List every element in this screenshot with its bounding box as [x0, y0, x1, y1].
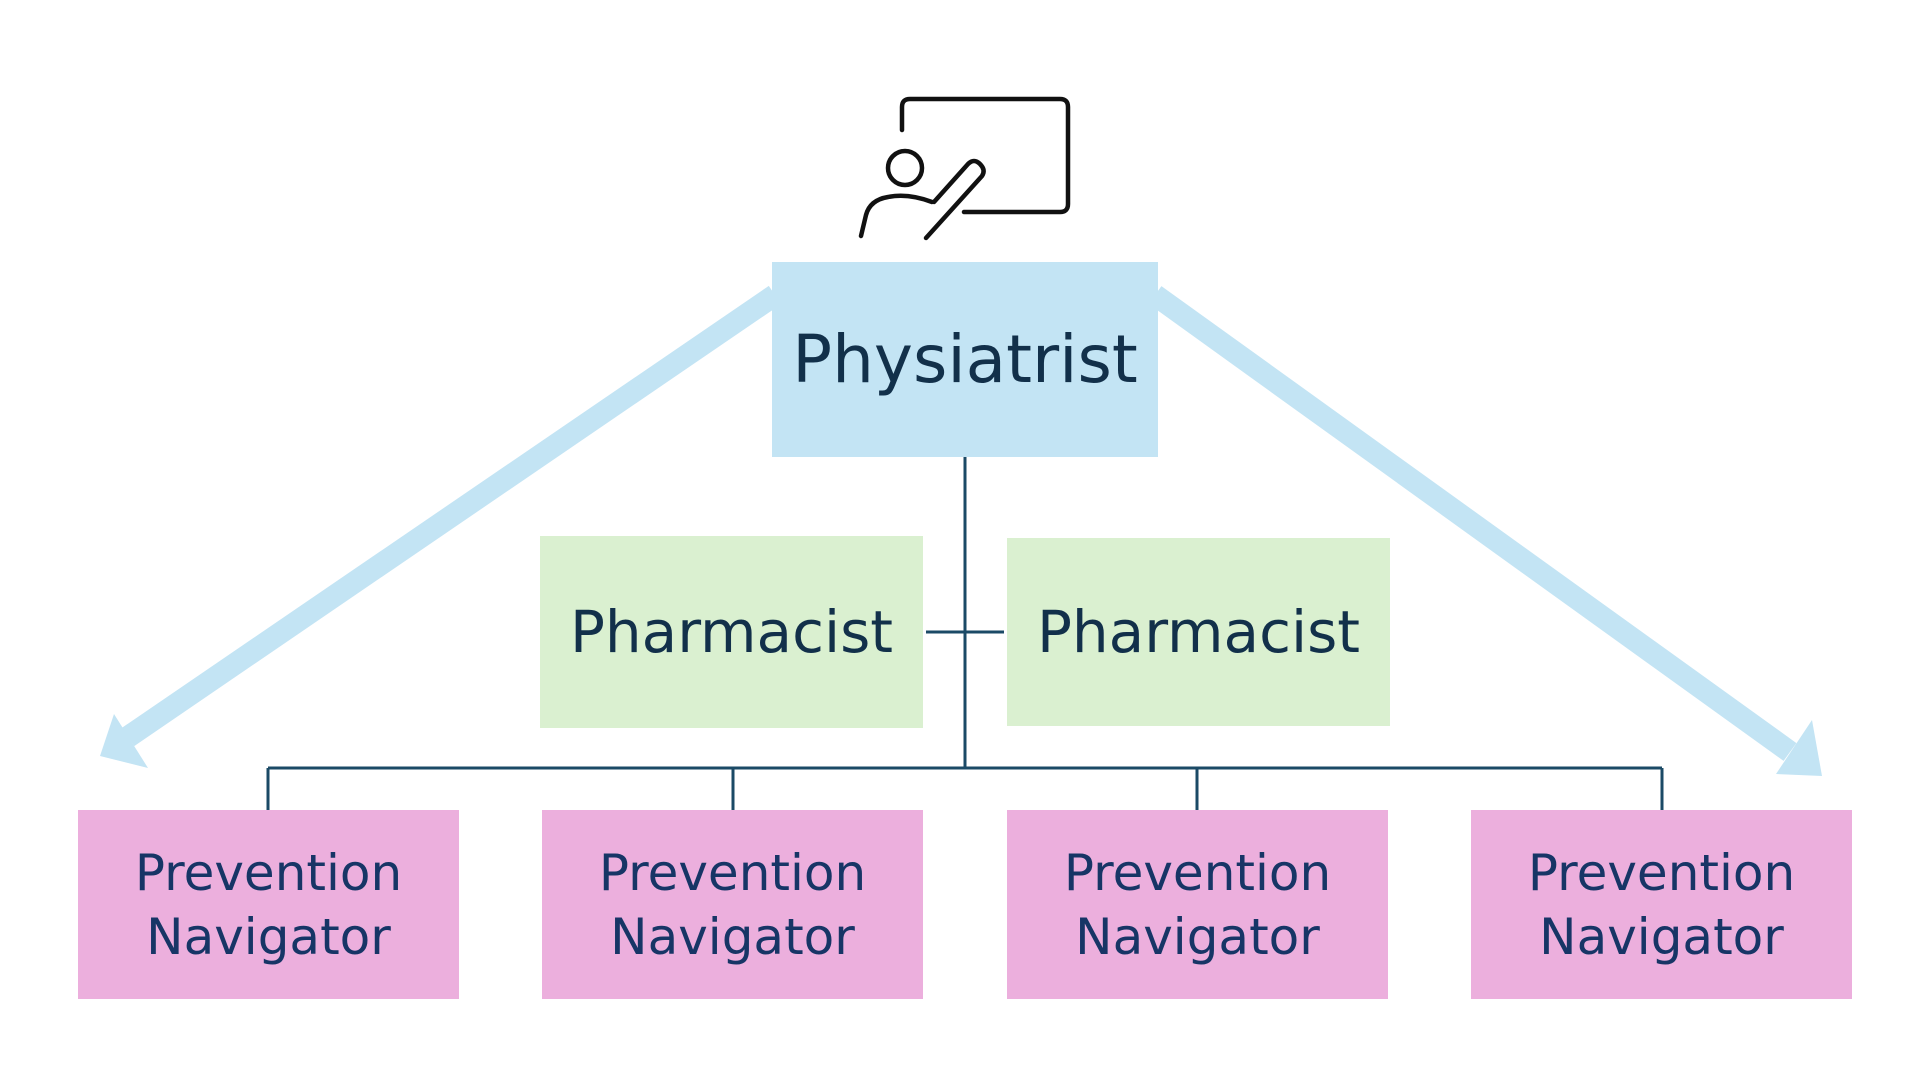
prevention-navigator-label-2-line1: Prevention — [598, 843, 867, 902]
prevention-navigator-label-2-line2: Navigator — [610, 907, 855, 966]
arrow-right — [1148, 286, 1822, 776]
prevention-navigator-label-3-line1: Prevention — [1063, 843, 1332, 902]
pharmacist-box-right: Pharmacist — [1007, 538, 1390, 726]
prevention-navigator-label-4-line1: Prevention — [1527, 843, 1796, 902]
prevention-navigator-label-4-line2: Navigator — [1539, 907, 1784, 966]
physiatrist-label: Physiatrist — [792, 321, 1138, 398]
pharmacist-label-left: Pharmacist — [569, 598, 894, 666]
prevention-navigator-box-1: Prevention Navigator — [78, 810, 459, 999]
prevention-navigator-label-3-line2: Navigator — [1075, 907, 1320, 966]
teacher-at-whiteboard-icon — [858, 96, 1071, 241]
prevention-navigator-label-1-line1: Prevention — [134, 843, 403, 902]
connector-lines — [266, 457, 1664, 810]
arrow-left — [100, 285, 782, 768]
prevention-navigator-box-2: Prevention Navigator — [542, 810, 923, 999]
prevention-navigator-label-1-line2: Navigator — [146, 907, 391, 966]
pharmacist-label-right: Pharmacist — [1036, 598, 1361, 666]
physiatrist-box: Physiatrist — [772, 262, 1158, 457]
prevention-navigator-box-3: Prevention Navigator — [1007, 810, 1388, 999]
pharmacist-box-left: Pharmacist — [540, 536, 923, 728]
prevention-navigator-box-4: Prevention Navigator — [1471, 810, 1852, 999]
